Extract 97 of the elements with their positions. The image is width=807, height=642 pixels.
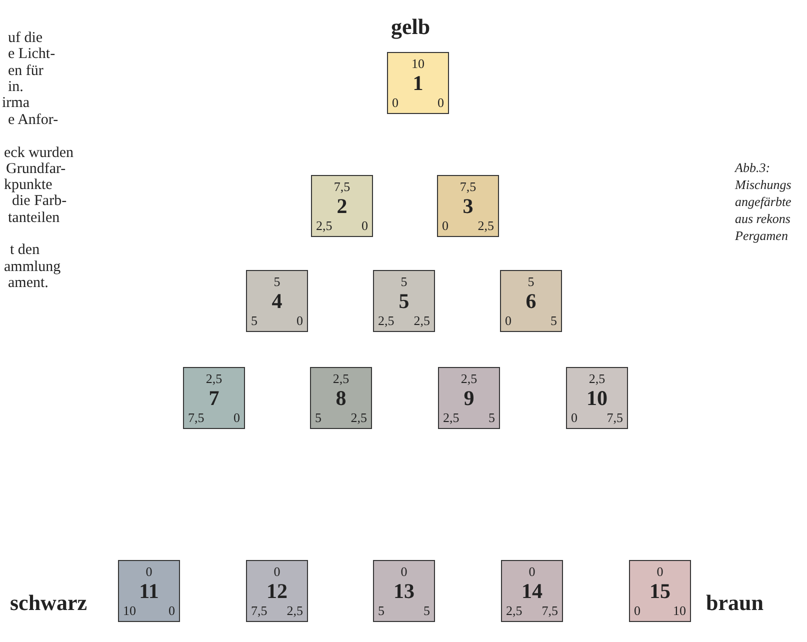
body-text: ammlung <box>4 259 61 276</box>
color-swatch <box>387 52 449 114</box>
ratio-value: 2,5 <box>460 372 478 386</box>
body-text: eck wurden <box>4 145 74 162</box>
ratio-value: 10 <box>410 57 426 71</box>
color-swatch <box>501 560 563 622</box>
caption-text: Mischungs <box>735 177 792 193</box>
ratio-value: 0 <box>656 565 664 579</box>
body-text: e Anfor- <box>8 112 58 129</box>
ratio-value: 10 <box>673 604 686 618</box>
body-text: die Farb- <box>12 193 67 210</box>
ratio-value: 0 <box>442 219 448 233</box>
caption-text: Pergamen <box>735 228 788 244</box>
swatch-number: 8 <box>334 387 348 409</box>
body-text: uf die <box>8 30 43 47</box>
swatch-number: 11 <box>138 580 160 602</box>
color-swatch <box>311 175 373 237</box>
ratio-value: 2,5 <box>588 372 606 386</box>
color-swatch <box>500 270 562 332</box>
caption-text: aus rekons <box>735 211 790 227</box>
ratio-value: 5 <box>526 275 536 289</box>
color-swatch <box>310 367 372 429</box>
ratio-value: 5 <box>400 275 408 289</box>
color-swatch <box>246 560 308 622</box>
ratio-value: 5 <box>488 411 495 425</box>
swatch-number: 13 <box>392 580 416 602</box>
swatch-number: 12 <box>266 580 288 602</box>
ratio-value: 0 <box>234 411 240 425</box>
color-swatch <box>566 367 628 429</box>
body-text: Grundfar- <box>6 161 66 178</box>
ratio-value: 0 <box>392 96 398 110</box>
ratio-value: 2,5 <box>506 604 522 618</box>
swatch-number: 4 <box>270 290 284 312</box>
ratio-value: 0 <box>168 604 175 618</box>
corner-label: braun <box>706 590 764 616</box>
ratio-value: 7,5 <box>251 604 268 618</box>
color-swatch <box>629 560 691 622</box>
ratio-value: 2,5 <box>378 314 394 328</box>
color-swatch <box>118 560 180 622</box>
body-text: tanteilen <box>8 210 60 227</box>
ratio-value: 0 <box>296 314 303 328</box>
color-swatch <box>246 270 308 332</box>
ratio-value: 7,5 <box>332 180 352 194</box>
color-swatch <box>438 367 500 429</box>
body-text: kpunkte <box>4 177 52 194</box>
corner-label: schwarz <box>10 590 87 616</box>
body-text: t den <box>10 242 40 259</box>
ratio-value: 0 <box>438 96 444 110</box>
swatch-number: 2 <box>336 195 348 217</box>
ratio-value: 0 <box>144 565 154 579</box>
ratio-value: 0 <box>528 565 536 579</box>
ratio-value: 2,5 <box>332 372 350 386</box>
ratio-value: 2,5 <box>478 219 494 233</box>
swatch-number: 6 <box>524 290 538 312</box>
corner-label: gelb <box>391 14 430 40</box>
swatch-number: 1 <box>412 72 424 94</box>
ratio-value: 7,5 <box>606 411 623 425</box>
color-swatch <box>183 367 245 429</box>
ratio-value: 0 <box>272 565 282 579</box>
ratio-value: 2,5 <box>350 411 367 425</box>
ratio-value: 5 <box>424 604 430 618</box>
color-swatch <box>373 270 435 332</box>
ratio-value: 7,5 <box>542 604 558 618</box>
ratio-value: 10 <box>123 604 136 618</box>
swatch-number: 15 <box>648 580 672 602</box>
ratio-value: 0 <box>362 219 368 233</box>
ratio-value: 5 <box>550 314 557 328</box>
body-text: ament. <box>8 275 48 292</box>
swatch-number: 10 <box>586 387 608 409</box>
caption-text: Abb.3: <box>735 160 770 176</box>
body-text: e Licht- <box>8 46 56 63</box>
ratio-value: 7,5 <box>458 180 478 194</box>
ratio-value: 5 <box>378 604 384 618</box>
body-text: en für <box>8 63 44 80</box>
ratio-value: 5 <box>272 275 282 289</box>
ratio-value: 0 <box>571 411 578 425</box>
ratio-value: 0 <box>505 314 512 328</box>
swatch-number: 5 <box>398 290 410 312</box>
ratio-value: 2,5 <box>414 314 430 328</box>
ratio-value: 7,5 <box>188 411 204 425</box>
body-text: in. <box>8 79 24 96</box>
ratio-value: 5 <box>315 411 322 425</box>
swatch-number: 7 <box>208 387 220 409</box>
ratio-value: 2,5 <box>316 219 332 233</box>
swatch-number: 3 <box>462 195 474 217</box>
swatch-number: 9 <box>462 387 476 409</box>
caption-text: angefärbte <box>735 194 792 210</box>
body-text: irma <box>2 95 30 112</box>
ratio-value: 0 <box>400 565 408 579</box>
ratio-value: 2,5 <box>204 372 224 386</box>
color-swatch <box>437 175 499 237</box>
ratio-value: 5 <box>251 314 258 328</box>
ratio-value: 2,5 <box>443 411 460 425</box>
swatch-number: 14 <box>520 580 544 602</box>
ratio-value: 2,5 <box>286 604 303 618</box>
color-swatch <box>373 560 435 622</box>
ratio-value: 0 <box>634 604 640 618</box>
